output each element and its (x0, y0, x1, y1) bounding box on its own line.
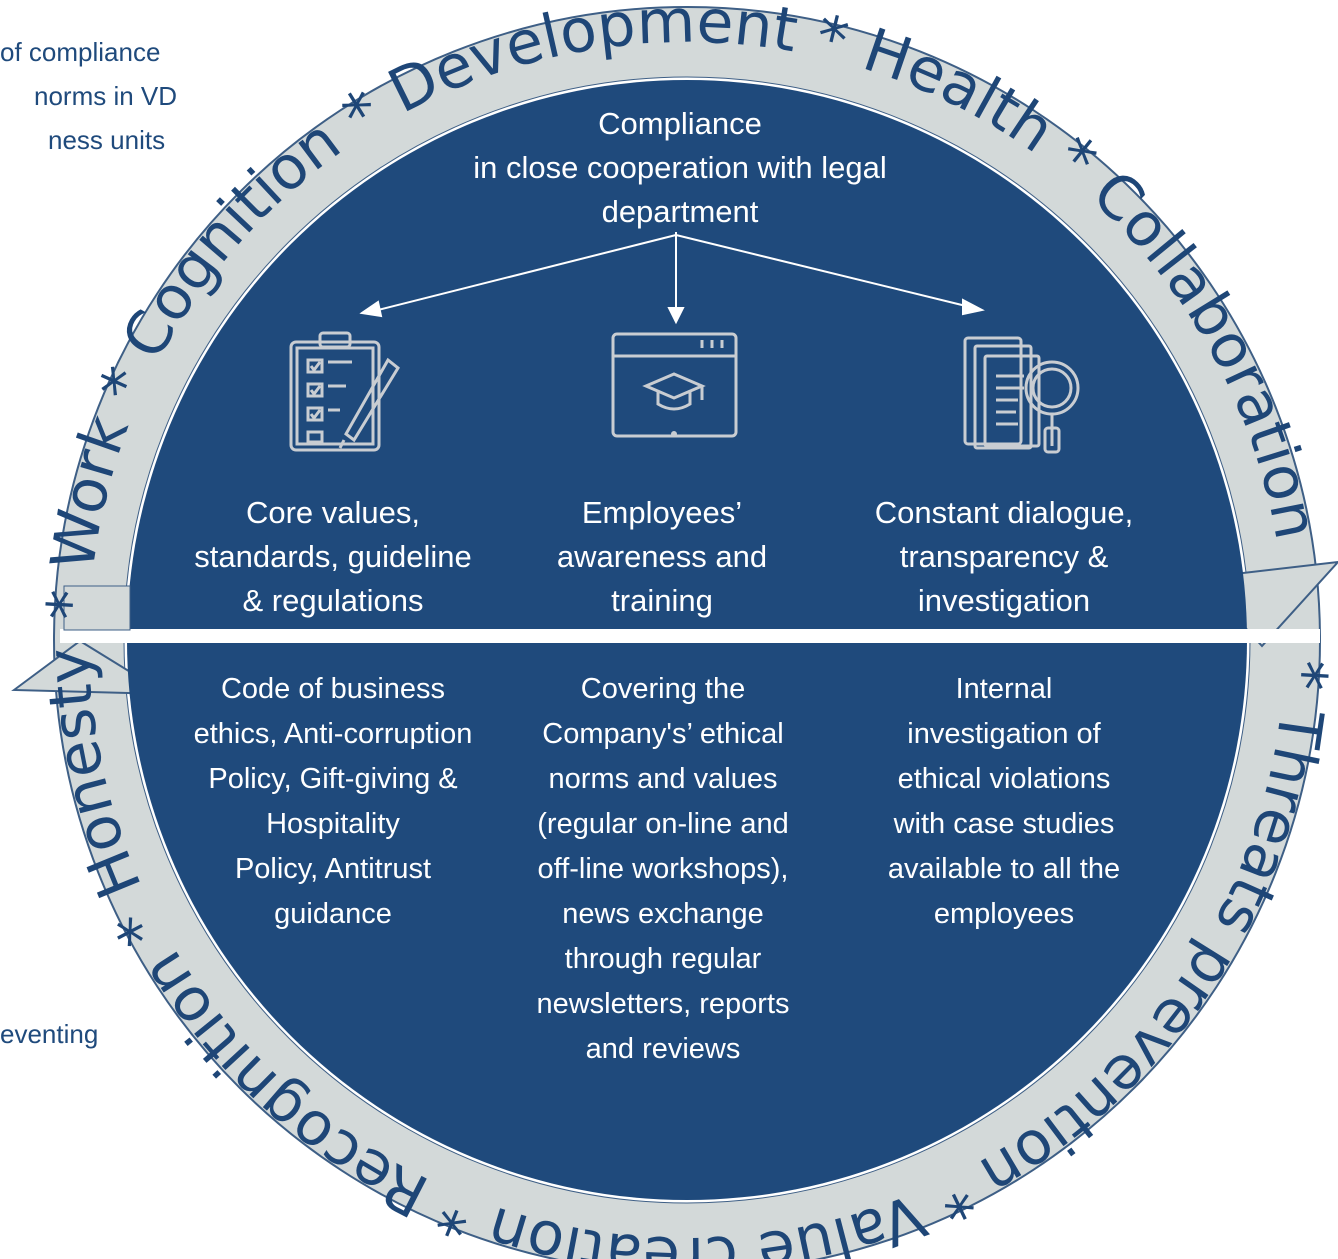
description-line: ethics, Anti-corruption (193, 718, 473, 750)
description-line: Policy, Antitrust (234, 853, 432, 885)
description-line: (regular on-line and (537, 808, 789, 840)
compliance-title: Compliance in close cooperation with leg… (380, 102, 980, 234)
heading-line: Core values, (245, 495, 421, 530)
description-line: norms and values (548, 763, 778, 795)
title-line: Compliance (598, 106, 762, 141)
heading-line: transparency & (899, 539, 1109, 574)
employee-awareness-heading: Employees’ awareness and training (512, 491, 812, 623)
description-line: Company's’ ethical (542, 718, 784, 750)
description-line: through regular (564, 943, 762, 975)
ring-word: * (429, 1175, 483, 1251)
checklist-clipboard-icon (289, 331, 400, 452)
heading-line: awareness and (556, 539, 768, 574)
description-line: Internal (955, 673, 1053, 705)
ring-word: * (1268, 658, 1338, 692)
heading-line: investigation (917, 583, 1091, 618)
title-line: in close cooperation with legal (473, 150, 887, 185)
description-line: with case studies (893, 808, 1115, 840)
ring-word: * (926, 1159, 983, 1235)
graduation-cap-window-icon (611, 332, 738, 438)
ring-word: * (86, 357, 162, 413)
heading-line: Employees’ (581, 495, 743, 530)
description-line: newsletters, reports (536, 988, 790, 1020)
description-line: off-line workshops), (537, 853, 789, 885)
connector-arrows (359, 232, 985, 325)
title-line: department (601, 194, 759, 229)
description-line: investigation of (907, 718, 1101, 750)
side-text-top: of compliance norms in VD ness units (0, 30, 177, 162)
description-line: guidance (274, 898, 392, 930)
document-magnifier-icon (963, 336, 1080, 454)
description-line: Policy, Gift-giving & (208, 763, 458, 795)
side-text-line: of compliance (0, 37, 161, 67)
core-values-description: Code of business ethics, Anti-corruption… (150, 667, 516, 937)
training-description: Covering the Company's’ ethical norms an… (498, 667, 828, 1072)
side-text-line: norms in VD (34, 81, 178, 111)
description-line: and reviews (585, 1033, 741, 1065)
ring-word: * (1042, 123, 1109, 196)
ring-arrow-left (11, 639, 170, 696)
side-text-bottom: eventing (0, 1019, 99, 1049)
left-ring-cap (63, 585, 131, 631)
heading-line: training (611, 583, 713, 618)
investigation-description: Internal investigation of ethical violat… (844, 667, 1164, 937)
heading-line: standards, guideline (194, 539, 472, 574)
divider-band (60, 629, 1320, 643)
description-line: news exchange (562, 898, 764, 930)
description-line: ethical violations (897, 763, 1111, 795)
description-line: available to all the (887, 853, 1121, 885)
ring-word: * (34, 588, 106, 622)
side-text-line: ness units (48, 125, 166, 155)
description-line: Code of business (220, 673, 446, 705)
dialogue-heading: Constant dialogue, transparency & invest… (834, 491, 1174, 623)
heading-line: & regulations (242, 583, 424, 618)
core-values-heading: Core values, standards, guideline & regu… (143, 491, 523, 623)
heading-line: Constant dialogue, (874, 495, 1134, 530)
description-line: Covering the (580, 673, 746, 705)
description-line: employees (933, 898, 1075, 930)
description-line: Hospitality (266, 808, 400, 840)
